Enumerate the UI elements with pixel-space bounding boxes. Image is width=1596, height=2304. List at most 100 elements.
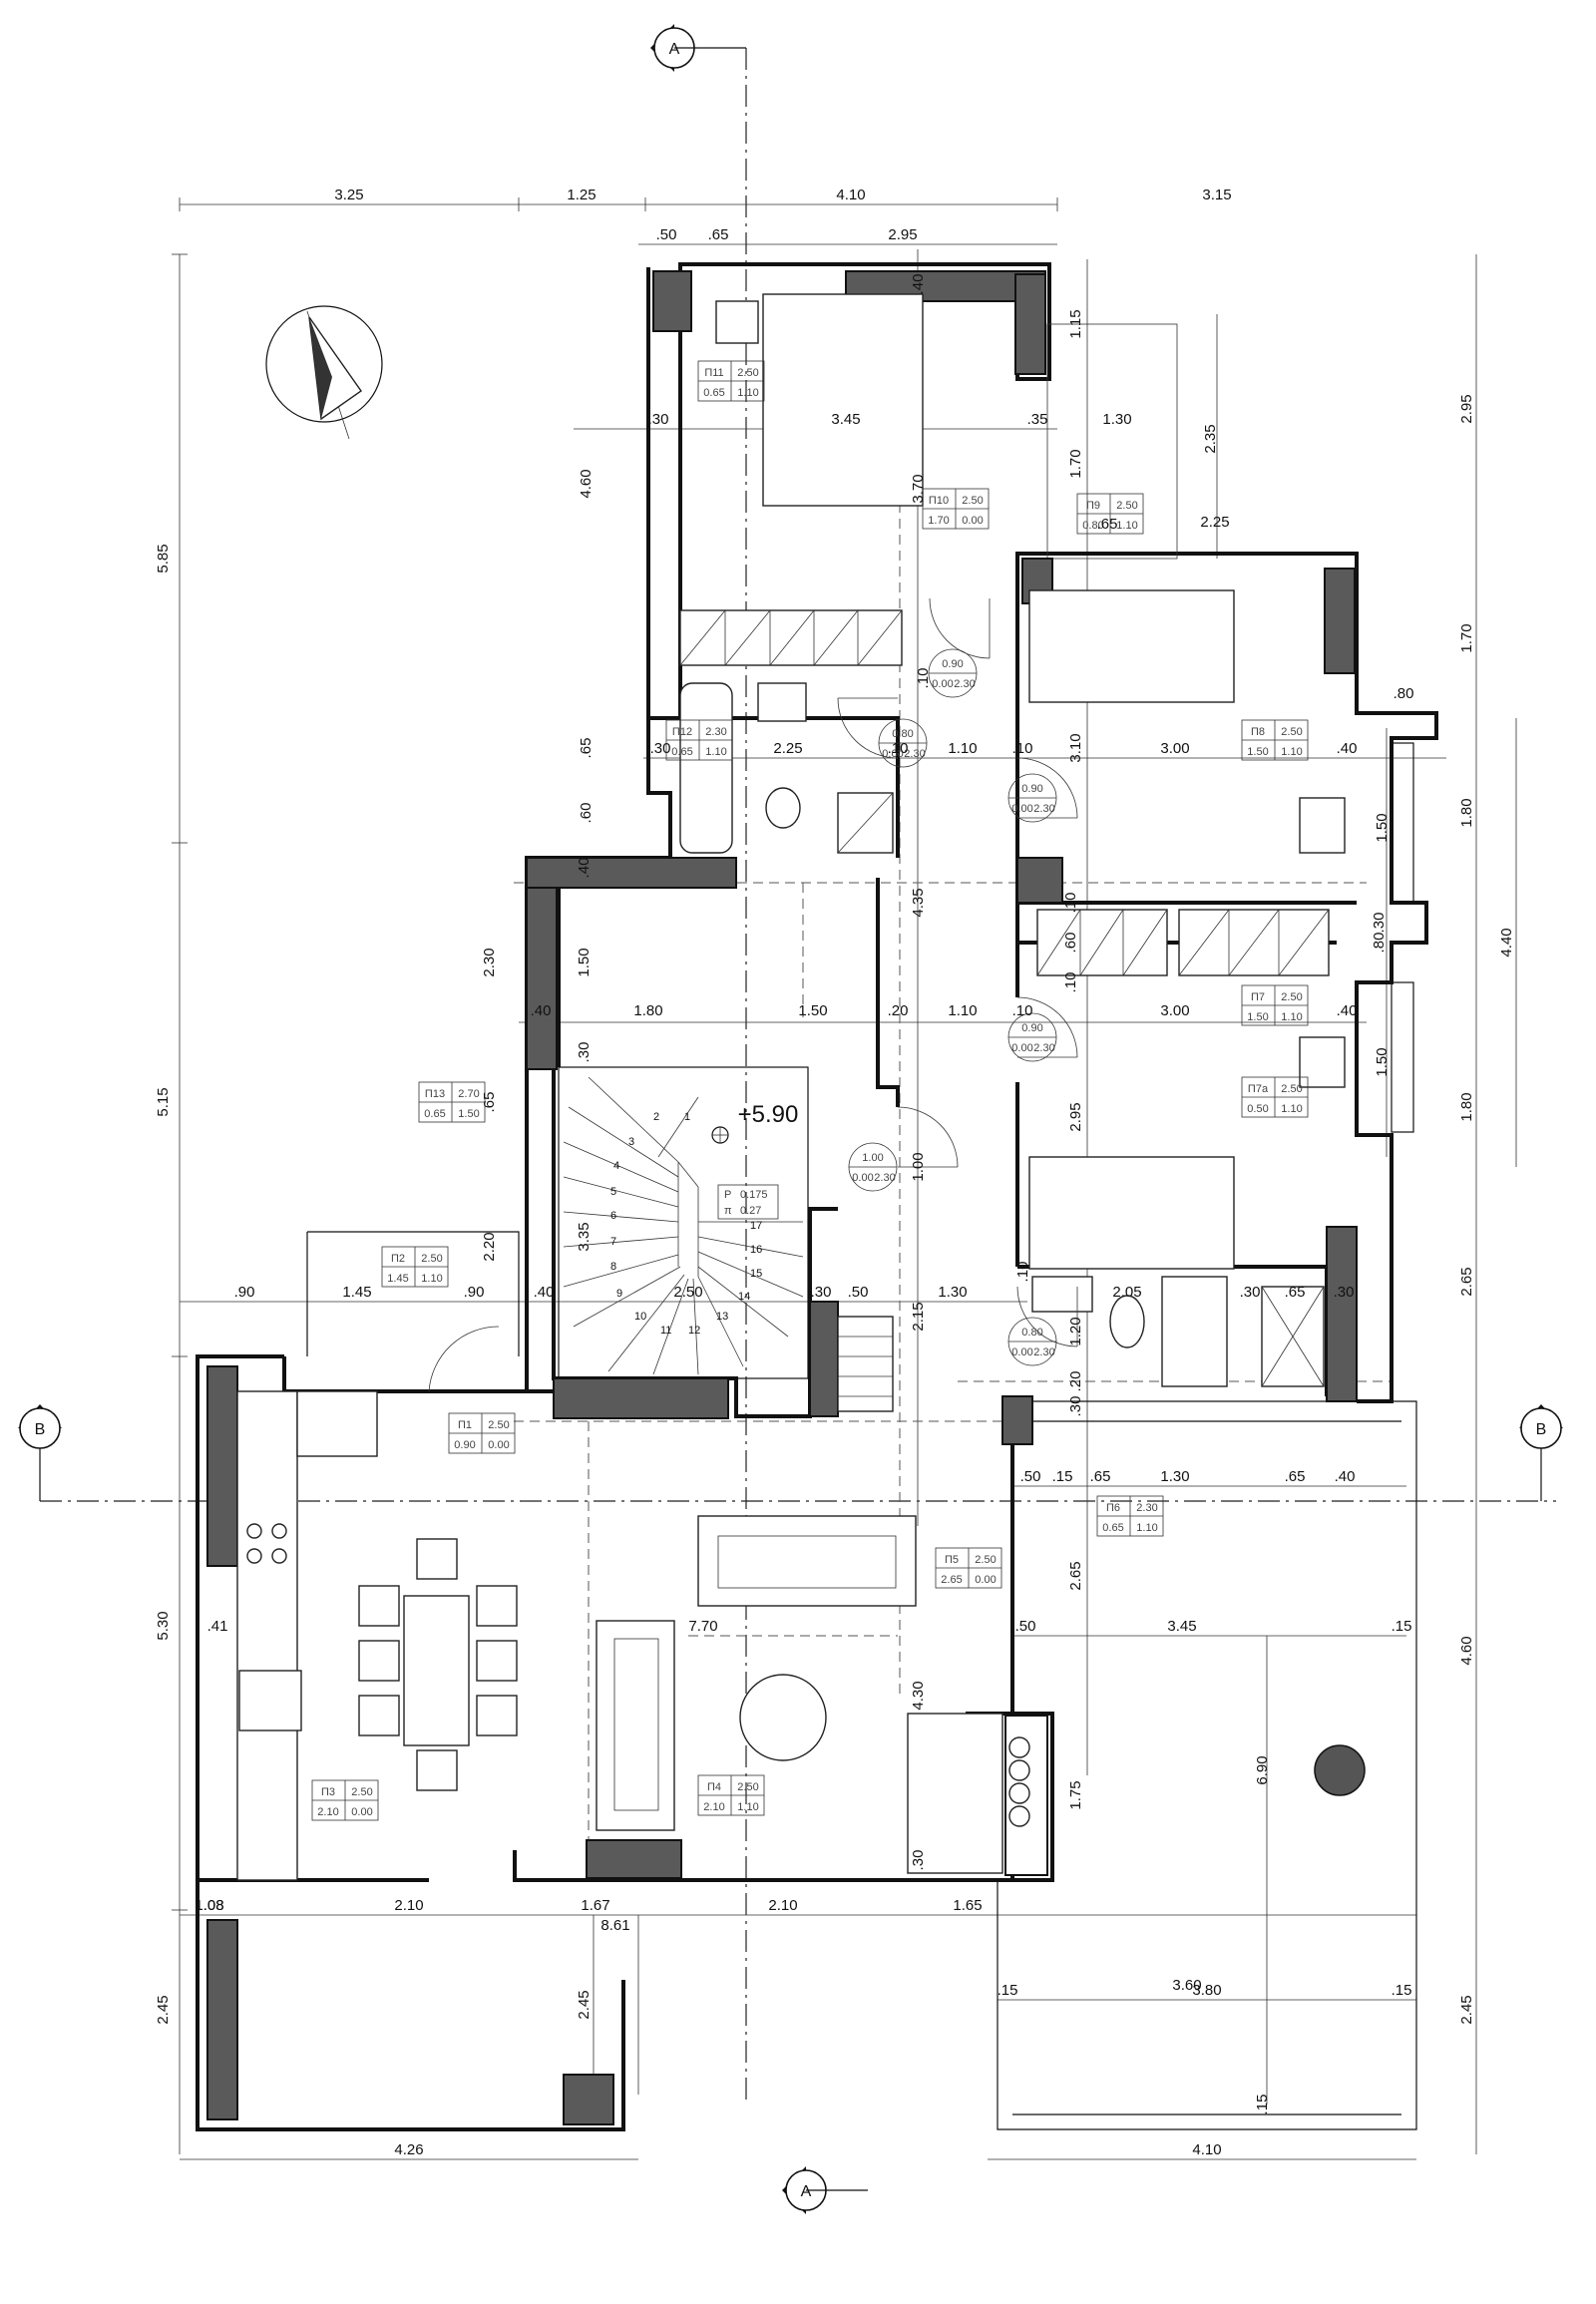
door-sill: 0.00 bbox=[1011, 1042, 1032, 1054]
dimension-label: 4.35 bbox=[910, 888, 927, 917]
opening-height: 2.50 bbox=[962, 495, 983, 507]
opening-id: П13 bbox=[425, 1088, 445, 1100]
dimension-label: .30 bbox=[1067, 1396, 1084, 1417]
dimension-label: .30 bbox=[648, 411, 669, 428]
dimension-label: 1.20 bbox=[1067, 1317, 1084, 1345]
dimension-label: .30 bbox=[1371, 913, 1388, 934]
dimension-label: 1.70 bbox=[1458, 623, 1475, 652]
dimension-label: 1.25 bbox=[567, 187, 596, 203]
dimension-label: 1.30 bbox=[1102, 411, 1131, 428]
dimension-label: 3.10 bbox=[1067, 733, 1084, 762]
door-swings bbox=[428, 597, 1078, 1392]
dimension-label: .15 bbox=[1254, 2095, 1271, 2115]
opening-id: П8 bbox=[1251, 726, 1265, 738]
dimension-label: 5.30 bbox=[155, 1611, 172, 1640]
dimension-label: 3.70 bbox=[910, 474, 927, 503]
opening-id: П9 bbox=[1086, 500, 1100, 512]
dimension-label: 1.00 bbox=[910, 1152, 927, 1181]
dimension-label: 2.50 bbox=[673, 1284, 702, 1301]
dimension-label: 2.30 bbox=[481, 948, 498, 976]
opening-sill: 1.10 bbox=[1281, 1103, 1302, 1115]
dimension-label: 2.10 bbox=[394, 1897, 423, 1914]
opening-height: 2.50 bbox=[421, 1253, 442, 1265]
dimension-label: 2.65 bbox=[1067, 1561, 1084, 1590]
step-number: 10 bbox=[634, 1311, 646, 1323]
dimension-label: .30 bbox=[910, 1850, 927, 1871]
opening-id: П6 bbox=[1106, 1502, 1120, 1514]
dimension-label: .65 bbox=[1285, 1468, 1306, 1485]
opening-height: 2.30 bbox=[1136, 1502, 1157, 1514]
dimension-label: .60 bbox=[1062, 933, 1079, 954]
opening-width: 1.50 bbox=[1247, 1011, 1268, 1023]
door-width: 0.90 bbox=[942, 658, 963, 670]
section-tag-a-top: A bbox=[650, 24, 746, 72]
stair-spec: P 0.175 π 0.27 bbox=[717, 1184, 779, 1220]
dimension-label: 2.25 bbox=[773, 740, 802, 757]
step-number: 15 bbox=[750, 1268, 762, 1280]
dimension-label: .30 bbox=[1240, 1284, 1261, 1301]
step-number: 11 bbox=[660, 1325, 671, 1337]
opening-id: П1 bbox=[458, 1419, 472, 1431]
dimension-label: 1.75 bbox=[1067, 1780, 1084, 1809]
opening-width: 2.10 bbox=[317, 1806, 338, 1818]
opening-id: П7а bbox=[1248, 1083, 1269, 1095]
dimension-label: 3.00 bbox=[1160, 1002, 1189, 1019]
opening-height: 2.50 bbox=[737, 367, 758, 379]
dimension-label: .30 bbox=[576, 1042, 593, 1063]
stair bbox=[558, 1066, 894, 1412]
opening-height: 2.70 bbox=[458, 1088, 479, 1100]
dimension-label: 2.10 bbox=[768, 1897, 797, 1914]
dimension-label: 3.00 bbox=[1160, 740, 1189, 757]
opening-sill: 0.00 bbox=[962, 515, 983, 527]
door-width: 0.80 bbox=[1021, 1327, 1042, 1339]
dimension-label: .10 bbox=[1014, 1262, 1031, 1283]
step-number: 6 bbox=[610, 1210, 616, 1222]
dimension-label: 3.25 bbox=[334, 187, 363, 203]
section-label-b-right: B bbox=[1536, 1421, 1547, 1438]
step-number: 17 bbox=[750, 1220, 762, 1232]
opening-width: 1.50 bbox=[1247, 746, 1268, 758]
dimension-label: 2.45 bbox=[155, 1995, 172, 2024]
step-number: 1 bbox=[684, 1111, 690, 1123]
dimension-label: 2.45 bbox=[1458, 1995, 1475, 2024]
dimension-label: .41 bbox=[207, 1618, 228, 1635]
door-height: 2.30 bbox=[1033, 1042, 1054, 1054]
dimension-label: .40 bbox=[576, 858, 593, 879]
opening-height: 2.50 bbox=[1281, 1083, 1302, 1095]
dimension-label: 2.35 bbox=[1202, 424, 1219, 453]
dimension-label: 3.80 bbox=[1192, 1982, 1221, 1999]
dimension-label: 2.95 bbox=[888, 226, 917, 243]
opening-id: П5 bbox=[945, 1554, 959, 1566]
dimension-label: .20 bbox=[888, 1002, 909, 1019]
dimension-label: .10 bbox=[888, 740, 909, 757]
opening-height: 2.50 bbox=[975, 1554, 996, 1566]
dimension-label: .40 bbox=[534, 1284, 555, 1301]
section-tag-b-right: B bbox=[1519, 1404, 1563, 1501]
opening-width: 0.65 bbox=[671, 746, 692, 758]
opening-height: 2.50 bbox=[488, 1419, 509, 1431]
dimension-label: .80 bbox=[1371, 933, 1388, 954]
dimension-label: .10 bbox=[1012, 740, 1033, 757]
dimension-label: .40 bbox=[531, 1002, 552, 1019]
opening-sill: 1.10 bbox=[1136, 1522, 1157, 1534]
dimension-label: .10 bbox=[1062, 893, 1079, 914]
dimension-label: 4.10 bbox=[836, 187, 865, 203]
dimension-label: 1.30 bbox=[1160, 1468, 1189, 1485]
door-sill: 0.00 bbox=[1011, 803, 1032, 815]
step-number: 8 bbox=[610, 1261, 616, 1273]
step-number: 12 bbox=[688, 1325, 700, 1337]
opening-height: 2.50 bbox=[351, 1786, 372, 1798]
dimension-label: 1.70 bbox=[1067, 449, 1084, 478]
dimension-label: 4.30 bbox=[910, 1681, 927, 1710]
section-label-b-left: B bbox=[35, 1421, 46, 1438]
opening-width: 0.80 bbox=[1082, 520, 1103, 532]
door-height: 2.30 bbox=[904, 748, 925, 760]
section-lines bbox=[40, 48, 1556, 2105]
section-tag-b-left: B bbox=[18, 1404, 62, 1501]
